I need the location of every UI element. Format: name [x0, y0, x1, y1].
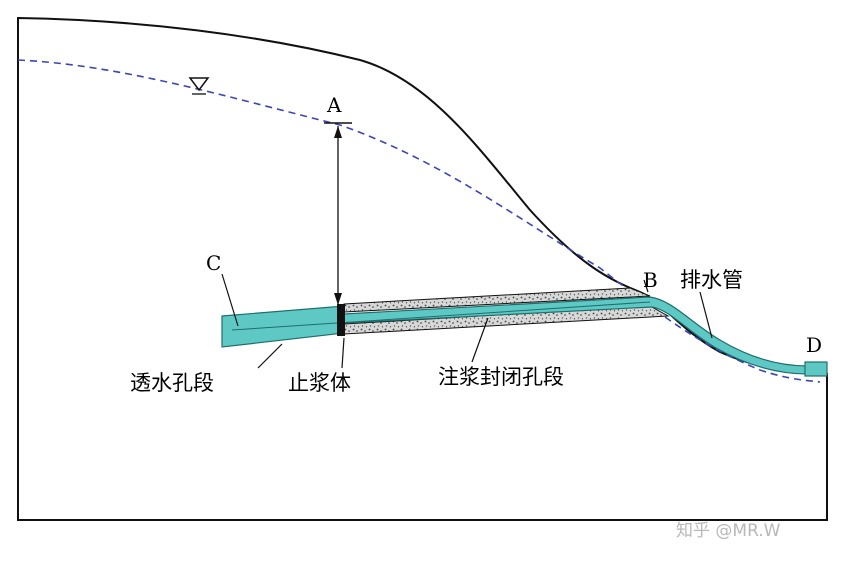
drain-pipe-label: 排水管	[680, 268, 743, 292]
grouted-sealed-section-label: 注浆封闭孔段	[438, 365, 564, 389]
point-b-label: B	[643, 268, 658, 292]
inverted-triangle-icon	[188, 77, 210, 95]
grout-stop-plug	[337, 304, 345, 336]
point-a-label: A	[326, 93, 342, 117]
head-dimension-arrow	[324, 122, 352, 305]
leader-lines	[221, 273, 713, 369]
pipe-centerline	[231, 301, 651, 331]
point-d-label: D	[806, 333, 822, 357]
pipe-outlet	[804, 361, 828, 377]
slope-outline	[17, 16, 828, 521]
watermark: 知乎 @MR.W	[676, 521, 781, 541]
grout-stop-label: 止浆体	[288, 371, 351, 395]
permeable-section-label: 透水孔段	[130, 371, 214, 395]
point-c-label: C	[206, 251, 221, 275]
